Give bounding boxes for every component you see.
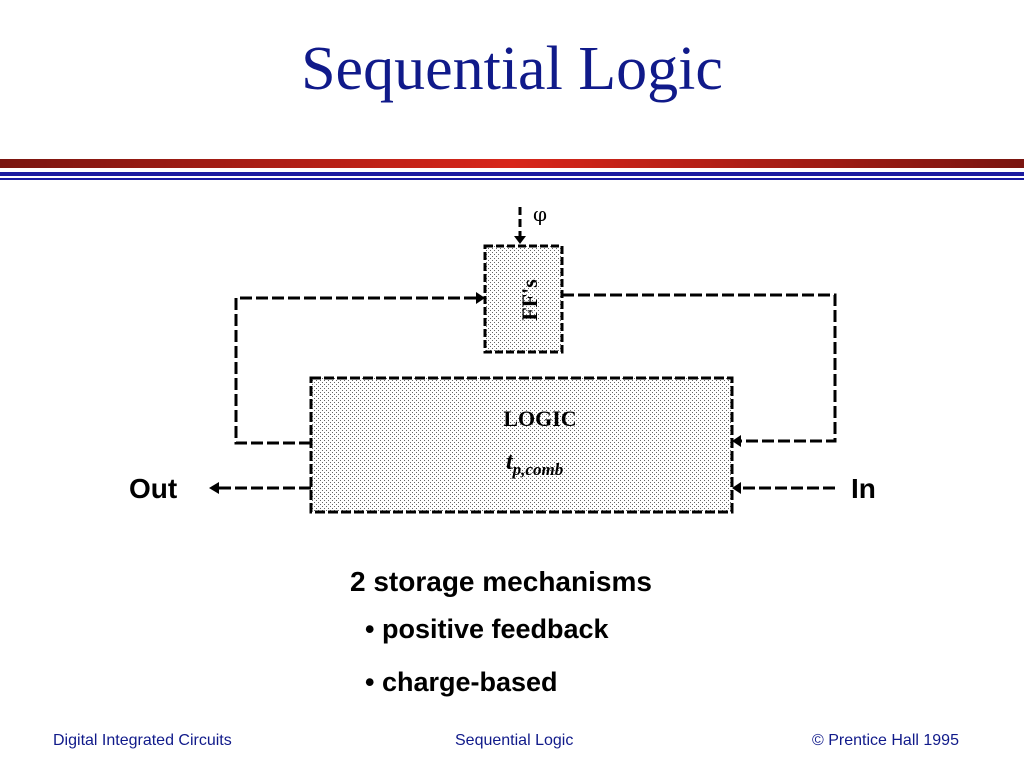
slide-title: Sequential Logic: [301, 35, 723, 103]
logic-label: LOGIC: [503, 406, 576, 431]
flip-flop-block: [483, 244, 564, 354]
title-rule-red: [0, 159, 1024, 168]
in-arrowhead: [732, 482, 741, 494]
ff-to-logic-path: [562, 293, 837, 443]
ff-input-arrowhead: [476, 292, 485, 304]
logic-state-arrowhead: [732, 435, 741, 447]
footer-course: Digital Integrated Circuits: [53, 732, 232, 749]
bullet-positive-feedback: • positive feedback: [365, 614, 609, 644]
clock-phi-label: φ: [533, 202, 547, 226]
footer-topic: Sequential Logic: [455, 732, 574, 749]
out-label: Out: [129, 473, 178, 504]
in-label: In: [851, 473, 876, 504]
bullet-charge-based: • charge-based: [365, 667, 558, 697]
out-arrowhead: [209, 482, 219, 494]
ff-label: FF's: [517, 279, 542, 321]
feedback-path-to-ff: [234, 296, 478, 445]
footer-copyright: © Prentice Hall 1995: [812, 732, 959, 749]
title-rule-blue-thin: [0, 178, 1024, 180]
logic-block: [309, 376, 734, 514]
delay-label: tp,comb: [506, 449, 563, 479]
title-rule-blue: [0, 172, 1024, 176]
clock-arrowhead: [514, 236, 526, 244]
storage-heading: 2 storage mechanisms: [350, 566, 652, 597]
